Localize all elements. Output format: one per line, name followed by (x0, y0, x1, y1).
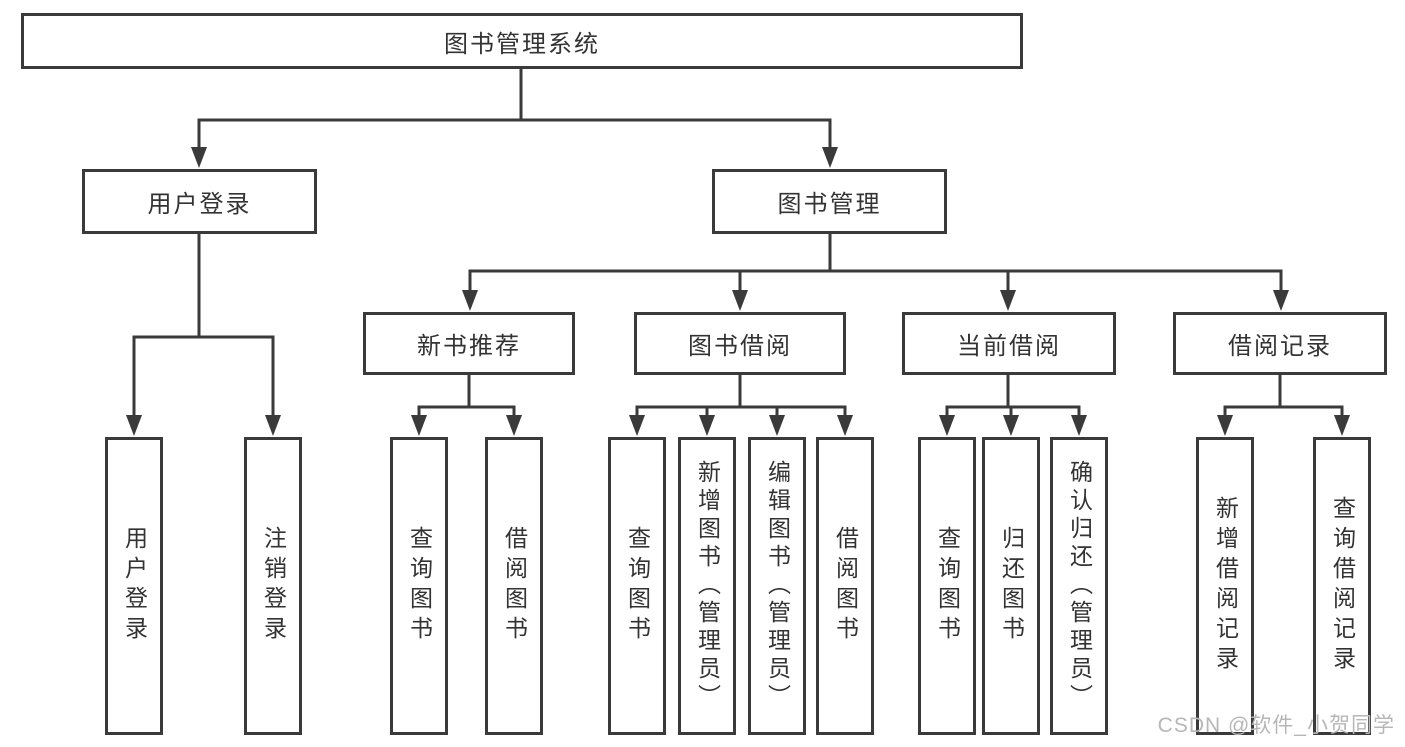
node-leaf-user-login: 用户登录 (105, 437, 163, 735)
node-label: 图书管理 (777, 191, 882, 218)
node-book-borrow: 图书借阅 (634, 312, 846, 375)
node-leaf-borrow-books-recommend: 借阅图书 (485, 437, 543, 735)
node-label: 查询图书 (934, 526, 961, 646)
node-user-login: 用户登录 (82, 169, 317, 234)
node-label: 新增借阅记录 (1212, 496, 1239, 676)
node-leaf-logout: 注销登录 (244, 437, 302, 735)
node-label: 编辑图书（管理员） (764, 460, 791, 712)
arrowheads (126, 147, 1350, 436)
node-label: 用户登录 (121, 526, 148, 646)
node-leaf-query-books-recommend: 查询图书 (390, 437, 448, 735)
node-label: 查询图书 (406, 526, 433, 646)
node-leaf-query-books-current: 查询图书 (918, 437, 976, 735)
node-label: 借阅图书 (501, 526, 528, 646)
node-label: 图书管理系统 (444, 30, 600, 58)
csdn-watermark: CSDN @软件_小贺同学 (1157, 714, 1395, 737)
node-leaf-return-books: 归还图书 (982, 437, 1040, 735)
edge-paths (132, 69, 1344, 418)
node-leaf-query-books-borrow: 查询图书 (608, 437, 666, 735)
node-leaf-edit-books-admin: 编辑图书（管理员） (748, 437, 806, 735)
node-label: 新书推荐 (417, 333, 521, 360)
node-leaf-confirm-return-admin: 确认归还（管理员） (1050, 437, 1108, 735)
node-label: 新增图书（管理员） (694, 460, 721, 712)
node-label: 查询借阅记录 (1329, 496, 1356, 676)
node-label: 借阅图书 (832, 526, 859, 646)
node-book-management: 图书管理 (712, 169, 947, 234)
node-label: 当前借阅 (957, 333, 1061, 360)
node-label: 查询图书 (624, 526, 651, 646)
node-label: 确认归还（管理员） (1066, 460, 1093, 712)
node-label: 用户登录 (147, 191, 252, 218)
node-leaf-add-books-admin: 新增图书（管理员） (678, 437, 736, 735)
node-leaf-add-borrow-record: 新增借阅记录 (1196, 437, 1254, 735)
node-new-book-recommend: 新书推荐 (363, 312, 575, 375)
node-label: 借阅记录 (1228, 333, 1332, 360)
node-label: 图书借阅 (688, 333, 792, 360)
node-label: 归还图书 (998, 526, 1025, 646)
node-label: 注销登录 (260, 526, 287, 646)
node-current-borrow: 当前借阅 (902, 312, 1116, 375)
node-leaf-borrow-books-borrow: 借阅图书 (816, 437, 874, 735)
node-borrow-records: 借阅记录 (1173, 312, 1387, 375)
node-library-management-system: 图书管理系统 (21, 13, 1023, 69)
node-leaf-query-borrow-record: 查询借阅记录 (1313, 437, 1371, 735)
